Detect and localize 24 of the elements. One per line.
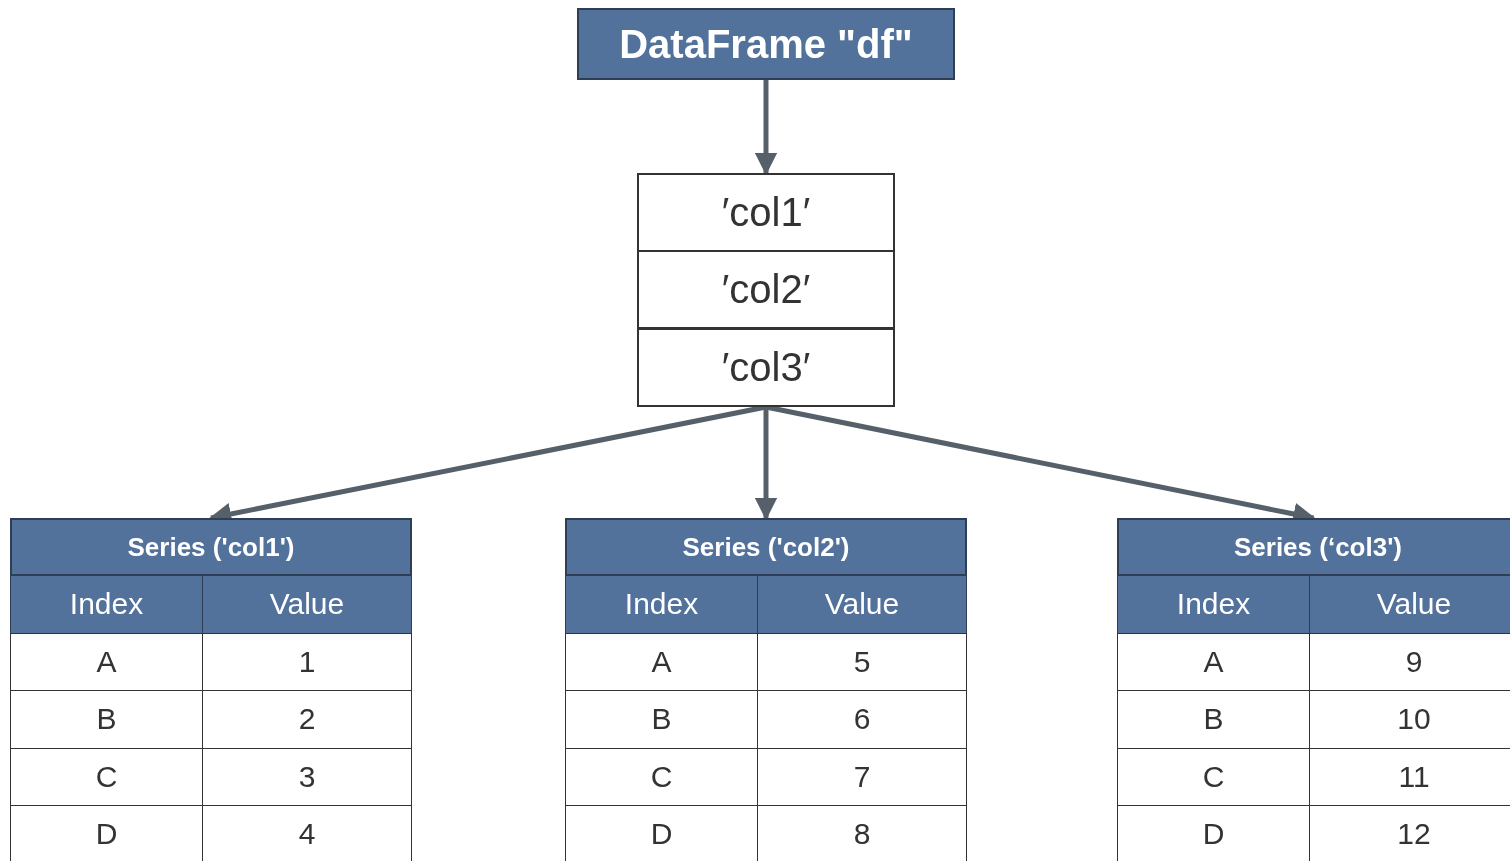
column-header: Index: [10, 575, 203, 634]
column-name-cell: [637, 328, 895, 407]
column-header: Index: [1117, 575, 1310, 634]
table-cell: 1: [202, 632, 412, 691]
table-header: Series ('col2'): [565, 518, 967, 576]
table-cell: A: [1117, 632, 1310, 691]
arrow: [754, 80, 778, 176]
table-cell: 5: [757, 632, 967, 691]
table-cell: A: [565, 632, 758, 691]
column-name: ′col2′: [721, 267, 811, 312]
table-header: Series ('col1'): [10, 518, 412, 576]
column-header: Value: [757, 575, 967, 634]
column-name: ′col3′: [721, 345, 811, 390]
column-header: Index: [565, 575, 758, 634]
title-text: DataFrame "df": [619, 21, 913, 67]
table-header: Series (‘col3'): [1117, 518, 1510, 576]
column-name-cell: [637, 173, 895, 252]
column-header: Value: [1309, 575, 1510, 634]
column-name: ′col1′: [721, 190, 811, 235]
column-header: Value: [202, 575, 412, 634]
table-cell: A: [10, 632, 203, 691]
column-name-cell: [637, 250, 895, 329]
title-box: [577, 8, 955, 80]
arrow: [754, 407, 778, 521]
